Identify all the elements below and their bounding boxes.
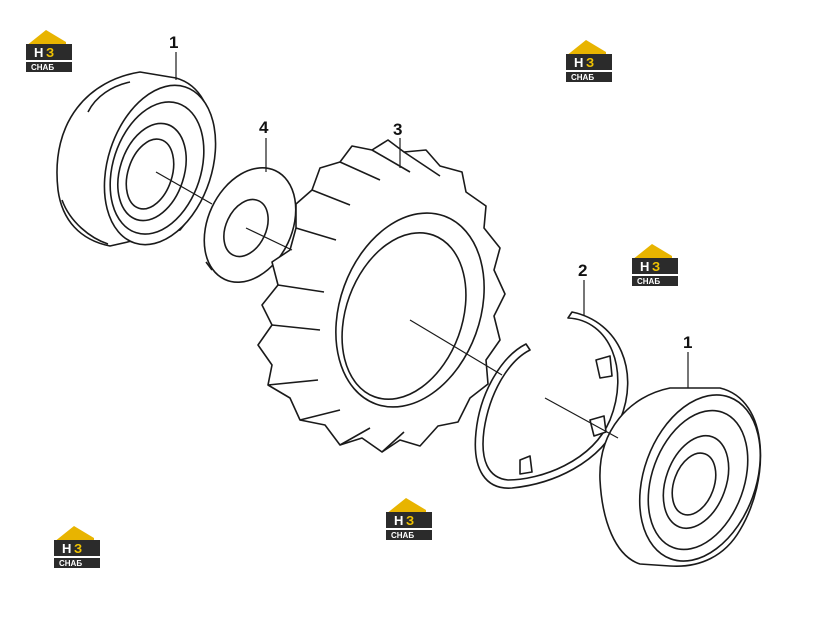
svg-text:H: H — [62, 541, 71, 556]
svg-text:З: З — [406, 513, 414, 528]
svg-text:H: H — [640, 259, 649, 274]
bearing-left — [56, 71, 217, 247]
callout-washer: 4 — [259, 118, 269, 137]
svg-text:H: H — [34, 45, 43, 60]
svg-text:З: З — [74, 541, 82, 556]
svg-text:H: H — [394, 513, 403, 528]
svg-text:З: З — [46, 45, 54, 60]
svg-text:З: З — [652, 259, 660, 274]
svg-text:CHAБ: CHAБ — [391, 531, 414, 540]
callout-snap-ring: 2 — [578, 261, 588, 280]
svg-text:CHAБ: CHAБ — [31, 63, 54, 72]
callout-bearing-right: 1 — [683, 333, 693, 352]
svg-text:CHAБ: CHAБ — [59, 559, 82, 568]
svg-text:З: З — [586, 55, 594, 70]
callout-gear: 3 — [393, 120, 403, 139]
svg-text:H: H — [574, 55, 583, 70]
spur-gear — [257, 139, 506, 453]
bearing-right — [599, 387, 762, 567]
callout-bearing-left: 1 — [169, 33, 179, 52]
svg-text:CHAБ: CHAБ — [637, 277, 660, 286]
svg-text:CHAБ: CHAБ — [571, 73, 594, 82]
leader-lines — [155, 52, 689, 439]
